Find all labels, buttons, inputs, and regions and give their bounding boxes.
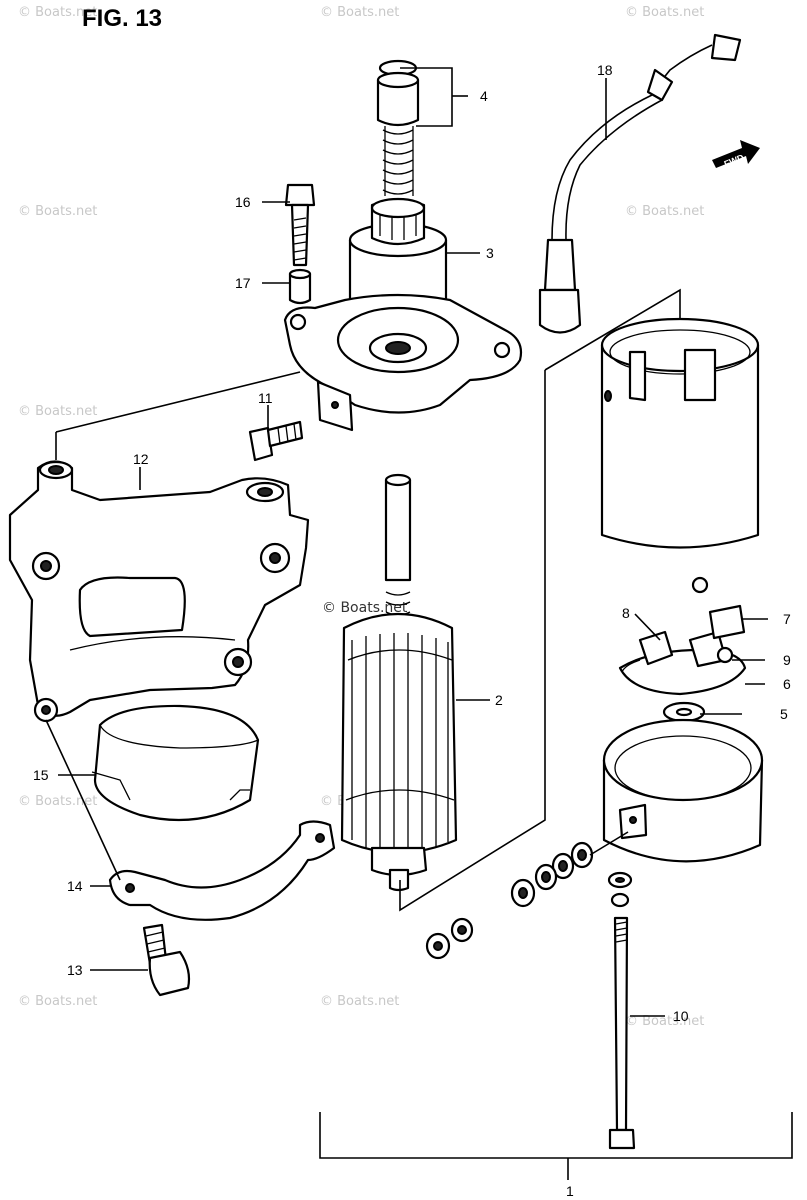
watermark: © Boats.net (18, 5, 97, 20)
end-frame (602, 718, 764, 863)
part-14-strap (108, 820, 336, 921)
part-4-spring-sleeve (376, 59, 420, 196)
figure-title: FIG. 13 (82, 5, 162, 32)
watermark: © Boats.net (625, 204, 704, 219)
callout-11: 11 (258, 390, 273, 406)
part-15-band (91, 704, 260, 822)
callout-9: 9 (783, 652, 791, 668)
part-12-bracket (8, 460, 310, 723)
upper-bracket (283, 293, 523, 432)
part-10-through-bolt (608, 916, 636, 1150)
part-16-bolt (284, 183, 316, 267)
part-18-lead-wire (538, 33, 742, 334)
callout-7: 7 (783, 611, 791, 627)
part-3-pinion (348, 197, 448, 311)
callout-12: 12 (133, 451, 149, 467)
brush-holder-assembly (618, 576, 747, 696)
watermark: © Boats.net (18, 994, 97, 1009)
watermark: © Boats.net (18, 794, 97, 809)
callout-15: 15 (33, 767, 49, 783)
callout-6: 6 (783, 676, 791, 692)
callout-2: 2 (495, 692, 503, 708)
watermark: © Boats.net (320, 994, 399, 1009)
part-5-washer (662, 701, 706, 723)
fwd-arrow: FWD (712, 140, 760, 169)
leader-lines (45, 67, 793, 1180)
callout-13: 13 (67, 962, 83, 978)
watermark: © Boats.net (625, 1014, 704, 1029)
callout-3: 3 (486, 245, 494, 261)
callout-4: 4 (480, 88, 488, 104)
watermark: © Boats.net (320, 5, 399, 20)
callout-5: 5 (780, 706, 788, 722)
callout-18: 18 (597, 62, 613, 78)
yoke-case (600, 317, 760, 549)
watermark: © Boats.net (18, 404, 97, 419)
washers-and-nuts (425, 841, 633, 960)
callout-14: 14 (67, 878, 83, 894)
watermark: © Boats.net (18, 204, 97, 219)
callout-8: 8 (622, 605, 630, 621)
part-17-dowel (288, 268, 312, 305)
callout-17: 17 (235, 275, 251, 291)
part-11-bolt (248, 420, 304, 462)
callout-10: 10 (673, 1008, 689, 1024)
part-2-armature (340, 473, 458, 892)
watermark: © Boats.net (625, 5, 704, 20)
part-13-bolt (142, 923, 191, 997)
callout-1: 1 (566, 1183, 574, 1199)
callout-16: 16 (235, 194, 251, 210)
callout-numbers: 1 2 3 4 5 6 7 8 9 10 11 12 13 14 15 16 1… (33, 62, 791, 1199)
